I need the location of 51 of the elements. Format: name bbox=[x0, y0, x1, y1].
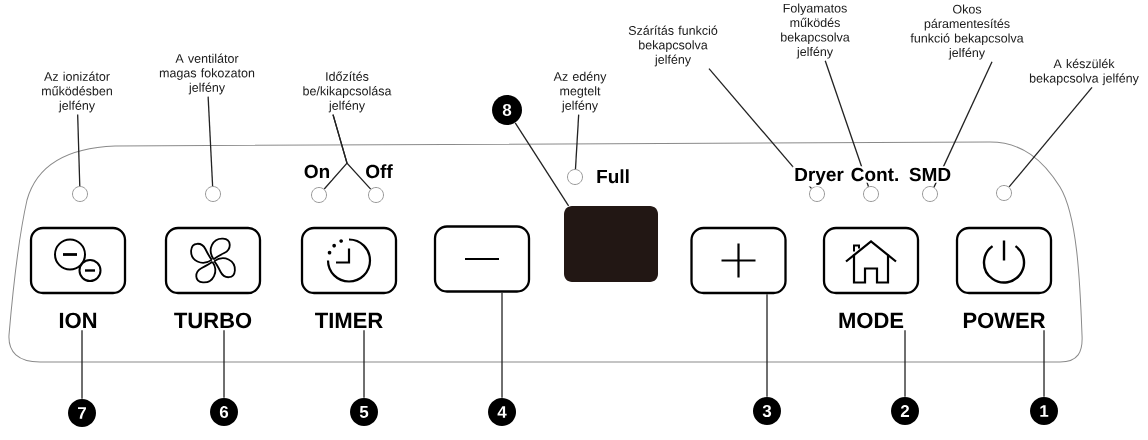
leader-line bbox=[363, 329, 365, 399]
callout-text: Az ionizátor működésben jelfény bbox=[42, 71, 112, 113]
callout-text: Szárítás funkció bekapcsolva jelfény bbox=[628, 25, 718, 67]
leader-line bbox=[574, 113, 580, 170]
control-panel bbox=[8, 141, 1083, 363]
button-label: TURBO bbox=[174, 312, 252, 329]
callout-text: A készülék bekapcsolva jelfény bbox=[1029, 58, 1139, 86]
callout-number: 4 bbox=[488, 398, 516, 426]
indicator-light bbox=[809, 186, 825, 202]
callout-number: 8 bbox=[492, 95, 522, 125]
indicator-label: SMD bbox=[907, 166, 953, 183]
indicator-light bbox=[72, 186, 88, 202]
leader-line bbox=[223, 329, 225, 399]
callout-text: A ventilátor magas fokozaton jelfény bbox=[159, 53, 255, 95]
indicator-label: Cont. bbox=[849, 166, 901, 183]
callout-text: Folyamatos működés bekapcsolva jelfény bbox=[781, 3, 850, 59]
indicator-light bbox=[863, 186, 879, 202]
leader-line bbox=[501, 292, 503, 399]
button-label: ION bbox=[59, 312, 97, 329]
leader-line bbox=[1043, 329, 1045, 398]
leader-line bbox=[904, 329, 906, 398]
callout-text: Időzítés be/kikapcsolása jelfény bbox=[303, 71, 392, 113]
callout-text: Az edény megtelt jelfény bbox=[553, 71, 607, 113]
leader-line bbox=[1008, 86, 1093, 188]
leader-line bbox=[332, 113, 372, 190]
leader-line bbox=[933, 61, 993, 188]
indicator-light bbox=[205, 186, 221, 202]
indicator-label: On bbox=[302, 163, 332, 180]
indicator-light bbox=[567, 169, 583, 185]
callout-number: 1 bbox=[1030, 397, 1058, 425]
leader-line bbox=[77, 113, 81, 187]
indicator-light bbox=[922, 186, 938, 202]
leader-line bbox=[81, 329, 83, 400]
indicator-label: Full bbox=[594, 167, 632, 185]
display bbox=[564, 206, 658, 282]
button-label: TIMER bbox=[315, 312, 383, 328]
callout-text: Okos páramentesítés funkció bekapcsolva jelfény bbox=[910, 4, 1024, 60]
callout-number: 3 bbox=[753, 397, 781, 425]
button-label: MODE bbox=[839, 312, 904, 329]
leader-line bbox=[514, 122, 570, 207]
callout-number: 7 bbox=[68, 399, 96, 427]
callout-number: 5 bbox=[350, 398, 378, 426]
indicator-light bbox=[996, 185, 1012, 201]
leader-line bbox=[207, 95, 214, 187]
callout-number: 6 bbox=[210, 398, 238, 426]
indicator-light bbox=[368, 187, 384, 203]
indicator-light bbox=[311, 187, 327, 203]
callout-number: 2 bbox=[891, 397, 919, 425]
leader-line bbox=[766, 293, 768, 398]
indicator-label: Off bbox=[363, 162, 395, 180]
button-label: POWER bbox=[963, 312, 1046, 329]
